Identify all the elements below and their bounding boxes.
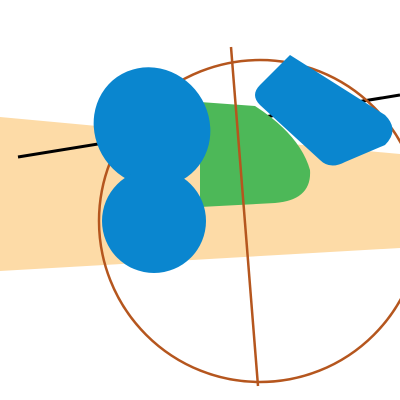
brown-circle bbox=[97, 58, 400, 384]
green-blob bbox=[200, 102, 311, 207]
brown-diameter-line bbox=[229, 46, 260, 387]
blue-bottom-circle bbox=[102, 169, 206, 273]
blue-rounded-rectangle bbox=[255, 55, 393, 166]
blue-top-left-ellipse bbox=[93, 67, 211, 187]
